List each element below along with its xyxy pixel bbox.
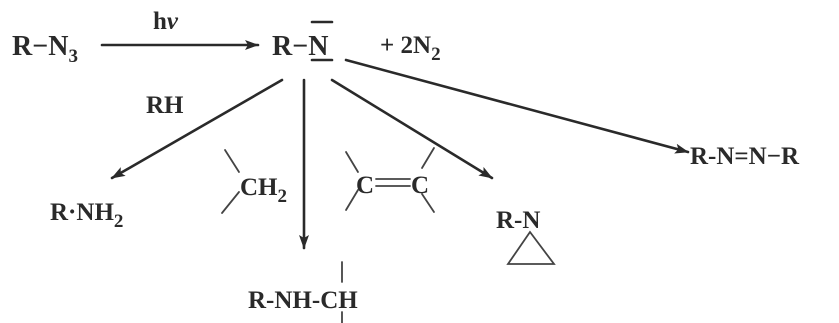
amine-text: R·NH [50, 199, 114, 226]
nitrene-r: R [272, 31, 293, 62]
insertion-text: R-NH- [248, 287, 320, 314]
svg-text:R-NH-CH: R-NH-CH [248, 287, 358, 314]
svg-text:CH2: CH2 [240, 174, 287, 207]
byproduct-subscript: 2 [431, 44, 441, 65]
arrow-to-azo [344, 58, 690, 154]
alkene-bond-right-upper [421, 147, 435, 169]
arrow-to-aziridine [330, 78, 494, 180]
photolysis-label: hν [153, 8, 179, 35]
ch2-bond-upper [224, 149, 240, 173]
alkene-bond-left-upper [345, 151, 359, 173]
arrow-to-amine [110, 78, 284, 180]
ch2-bond-lower [221, 191, 240, 214]
svg-text:R−N3: R−N3 [12, 31, 78, 67]
rh-reagent-label: RH [146, 92, 184, 119]
nitrene: R−N [272, 20, 334, 62]
amine-product: R·NH2 [50, 199, 123, 232]
alkene-carbon-2: C [411, 172, 429, 199]
condition-nu: ν [167, 8, 179, 35]
aziridine-product: R-N [496, 207, 556, 265]
amine-subscript: 2 [114, 211, 124, 232]
reactant-dash: − [32, 31, 48, 62]
aziridine-text: R-N [496, 207, 540, 234]
insertion-product: R-NH-CH [248, 261, 358, 323]
reactant-azide: R−N3 [12, 31, 78, 67]
alkene-bond-left-lower [345, 189, 359, 211]
svg-text:R−N: R−N [272, 31, 328, 62]
alkene-carbon-1: C [356, 172, 374, 199]
condition-h: h [153, 8, 167, 35]
reactant-n: N [48, 31, 68, 62]
reactant-subscript: 3 [68, 46, 78, 67]
nitrene-dash: − [292, 31, 308, 62]
nitrogen-byproduct: + 2N2 [380, 32, 441, 65]
alkene-bond-right-lower [421, 193, 435, 213]
aziridine-ring [506, 230, 556, 265]
azo-product: R-N=N−R [690, 143, 800, 170]
alkene-reagent: C C [345, 147, 435, 213]
ch2-reagent: CH2 [221, 149, 287, 214]
reactant-r: R [12, 31, 33, 62]
nitrene-n: N [308, 31, 328, 62]
ch2-subscript: 2 [278, 186, 288, 207]
ch2-text: CH [240, 174, 278, 201]
byproduct-text: + 2N [380, 32, 431, 59]
insertion-ch: CH [320, 287, 358, 314]
